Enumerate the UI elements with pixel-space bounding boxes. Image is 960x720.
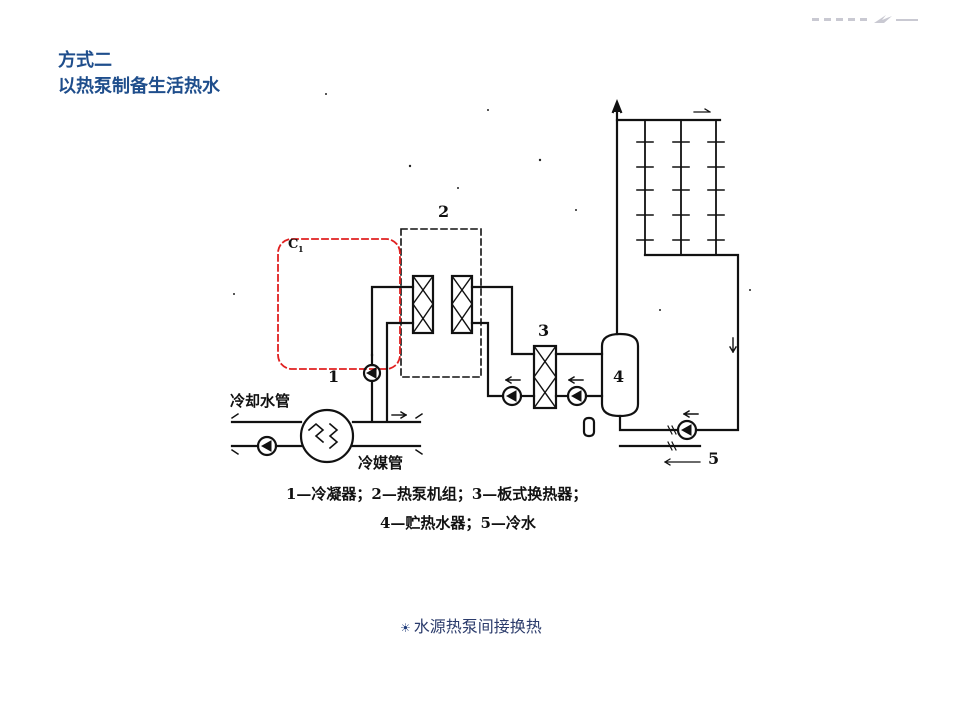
condenser-icon: [299, 408, 355, 464]
legend-line-2: 4—贮热水器；5—冷水: [380, 514, 537, 532]
distribution-bottom-pipe: [643, 253, 740, 432]
label-1: 1: [328, 367, 339, 386]
pump-return-icon: [676, 419, 698, 441]
label-4: 4: [613, 367, 624, 386]
pump-cooling-icon: [256, 435, 278, 457]
pump-left-icon: [362, 363, 382, 383]
exchanger-right-icon: [450, 274, 474, 335]
pipe-exchanger-return: [470, 321, 505, 398]
heat-pump-unit-box: [400, 228, 482, 378]
highlight-c1-box: [277, 238, 401, 370]
caption: ☀水源热泵间接换热: [400, 613, 542, 637]
label-2: 2: [438, 202, 449, 221]
heat-pump-diagram: 2 3 4 1 5 C 1 冷却水管 冷媒管 1—冷凝器；2—热泵机组；3—板式…: [220, 90, 765, 545]
expansion-vessel-icon: [582, 416, 596, 438]
label-3: 3: [538, 321, 549, 340]
plate-exchanger-icon: [532, 344, 558, 410]
sun-bullet-icon: ☀: [400, 621, 411, 635]
caption-text: 水源热泵间接换热: [413, 617, 542, 636]
label-cooling-pipe: 冷却水管: [230, 392, 290, 410]
brand-logo: [812, 10, 922, 23]
slide-title-line1: 方式二: [58, 50, 112, 71]
slide-title-line2: 以热泵制备生活热水: [58, 76, 220, 97]
pipe-unit-to-exchanger: [470, 285, 536, 356]
loop-pipe-left-return: [385, 321, 415, 422]
label-5: 5: [708, 449, 719, 468]
storage-tank-icon: [600, 332, 640, 418]
legend-line-1: 1—冷凝器；2—热泵机组；3—板式换热器；: [286, 485, 587, 503]
pump-middle-icon: [501, 385, 523, 407]
pump-tank-icon: [566, 385, 588, 407]
label-c1-sub: 1: [298, 244, 304, 254]
distribution-columns: [644, 119, 717, 256]
exchanger-left-icon: [411, 274, 435, 335]
loop-pipe-left: [370, 285, 415, 357]
label-c1: C: [288, 237, 298, 252]
label-refrigerant-pipe: 冷媒管: [358, 454, 403, 472]
